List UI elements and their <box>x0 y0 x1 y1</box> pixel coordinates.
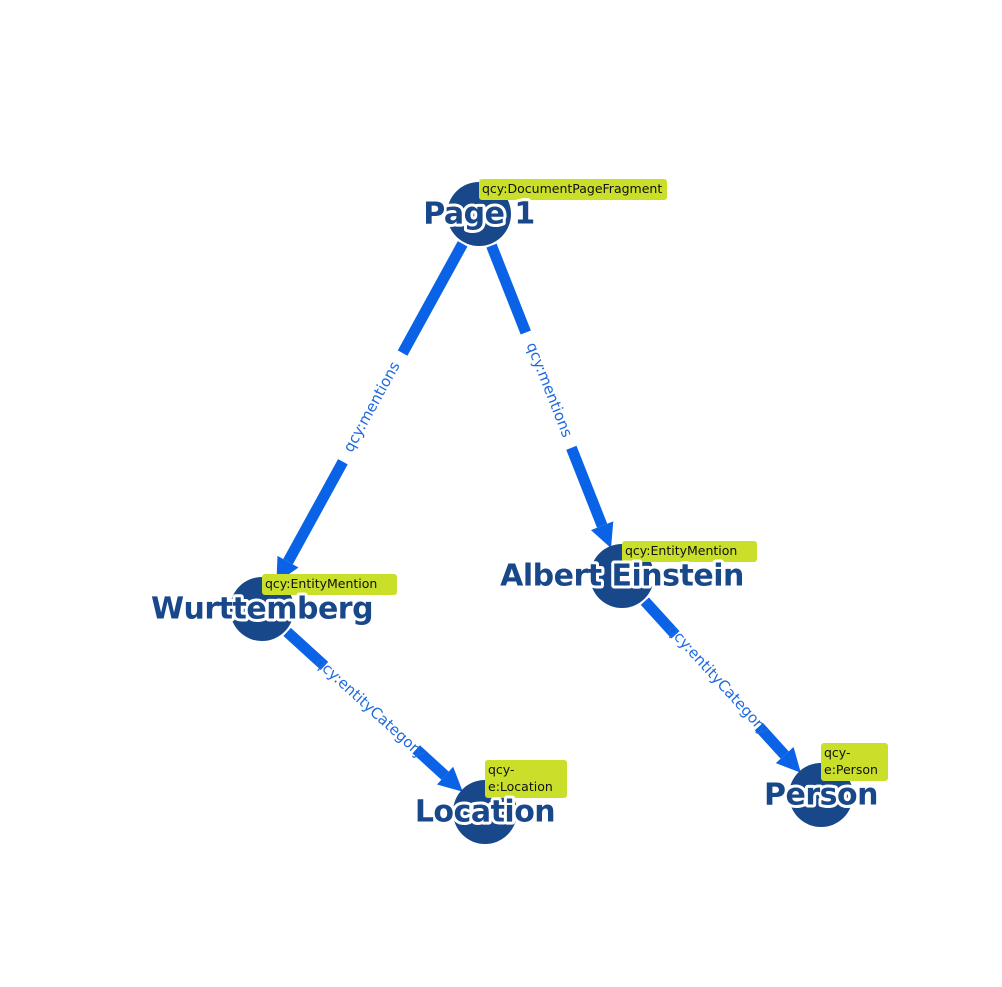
node-label: Page 1 <box>423 197 535 232</box>
type-badge-text: qcy:EntityMention <box>265 576 377 591</box>
node-label: Person <box>764 778 878 813</box>
edge-line-page1-wurttemberg <box>283 459 348 565</box>
node-label: Albert Einstein <box>500 559 744 594</box>
edge-line-page1-einstein <box>566 445 608 528</box>
edge-label: qcy:mentions <box>339 358 403 455</box>
edge-line-einstein-person <box>640 597 680 639</box>
node-label: Wurttemberg <box>151 592 373 627</box>
type-badge-text: qcy:EntityMention <box>625 543 737 558</box>
edge-line-einstein-person <box>754 722 789 759</box>
edge-label: qcy:mentions <box>523 340 577 440</box>
edges-layer: qcy:mentions qcy:mentions qcy:entityCatego… <box>276 241 801 792</box>
edge-label: qcy:entityCategory <box>312 653 430 762</box>
arrow-head-icon <box>590 521 614 549</box>
edge-line-page1-einstein <box>486 243 531 335</box>
type-badge-text: e:Person <box>824 762 878 777</box>
edge-line-wurttemberg-location <box>283 627 329 670</box>
type-badge-text: qcy- <box>488 762 515 777</box>
type-badge <box>821 743 888 781</box>
type-badge-text: e:Location <box>488 779 553 794</box>
edge-label: qcy:entityCategory <box>664 621 773 739</box>
type-badge-text: qcy:DocumentPageFragment <box>482 181 662 196</box>
edge-line-page1-wurttemberg <box>397 241 468 356</box>
type-badge-text: qcy- <box>824 745 851 760</box>
node-label: Location <box>415 795 555 830</box>
arrow-head-icon <box>775 746 801 773</box>
type-badge <box>262 574 397 595</box>
type-badge <box>622 541 757 562</box>
type-badge <box>479 179 667 200</box>
type-badge <box>485 760 567 798</box>
arrow-head-icon <box>436 766 463 792</box>
edge-line-wurttemberg-location <box>412 745 449 780</box>
